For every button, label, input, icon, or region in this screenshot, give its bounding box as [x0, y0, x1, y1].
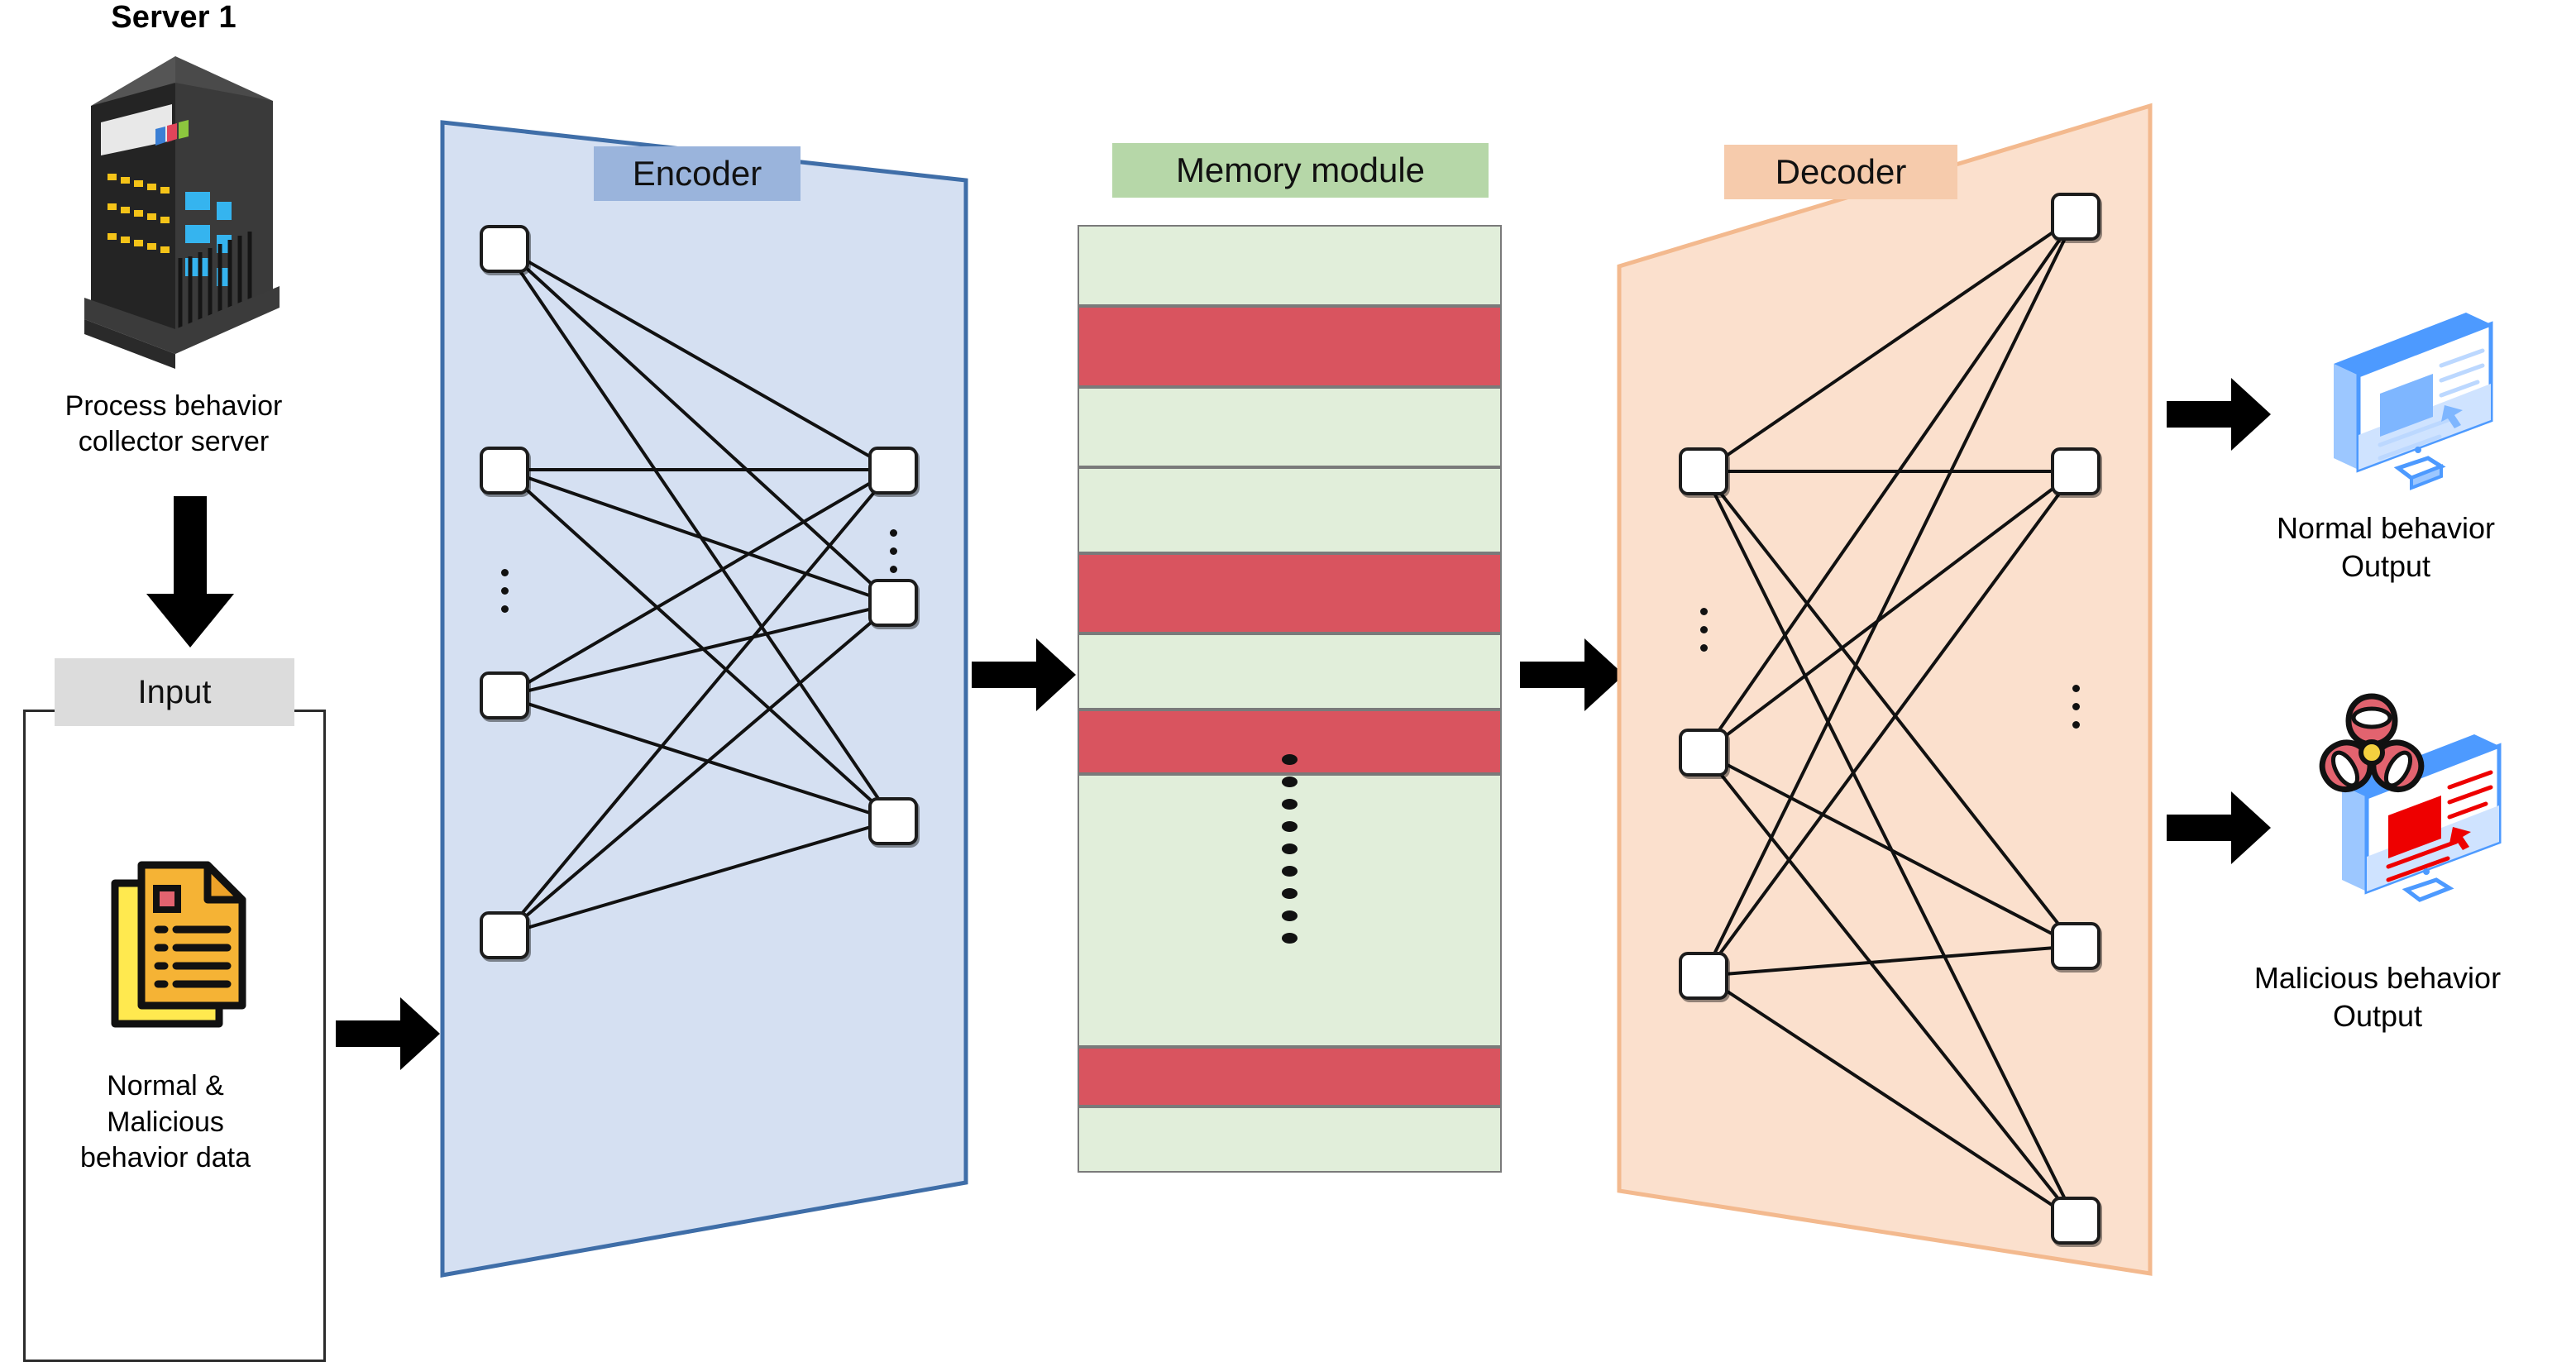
arrow-server-to-input: [146, 496, 234, 648]
arrow-decoder-to-normal-output: [2167, 378, 2271, 451]
arrow-decoder-to-malicious-output: [2167, 791, 2271, 864]
memory-row-normal[interactable]: [1078, 467, 1502, 553]
arrow-encoder-to-memory: [972, 638, 1076, 711]
encoder-left-ellipsis-icon: [501, 569, 509, 613]
encoder-left-node-2[interactable]: [480, 447, 529, 495]
memory-row-normal[interactable]: [1078, 225, 1502, 306]
memory-continuation-dots-icon: [1282, 754, 1298, 944]
monitor-icon: [2334, 313, 2493, 490]
memory-row-anomaly[interactable]: [1078, 306, 1502, 387]
encoder-left-node-1[interactable]: [480, 225, 529, 273]
encoder-right-node-3[interactable]: [868, 797, 918, 845]
memory-row-anomaly[interactable]: [1078, 1047, 1502, 1106]
decoder-left-ellipsis-icon: [1700, 608, 1708, 652]
encoder-edges: [503, 246, 895, 936]
memory-module: [1078, 225, 1502, 1173]
input-caption: Normal & Malicious behavior data: [79, 1070, 251, 1174]
malicious-output-caption: Malicious behavior Output: [2253, 961, 2502, 1034]
decoder-tab: Decoder: [1724, 145, 1957, 199]
memory-module-tab: Memory module: [1112, 143, 1489, 198]
decoder-right-node-3[interactable]: [2051, 922, 2100, 970]
decoder-left-node-2[interactable]: [1679, 729, 1728, 777]
memory-row-anomaly[interactable]: [1078, 553, 1502, 633]
encoder-left-node-4[interactable]: [480, 911, 529, 959]
encoder-right-ellipsis-icon: [890, 529, 897, 573]
decoder-right-node-1[interactable]: [2051, 193, 2100, 241]
decoder-panel: [1617, 103, 2153, 1276]
input-container: [23, 711, 326, 1362]
decoder-right-ellipsis-icon: [2072, 685, 2080, 729]
server-title: Server 1: [111, 0, 237, 35]
normal-output-caption: Normal behavior Output: [2276, 511, 2496, 584]
encoder-right-node-1[interactable]: [868, 447, 918, 495]
decoder-right-node-2[interactable]: [2051, 447, 2100, 495]
arrow-input-to-encoder: [336, 997, 440, 1070]
decoder-right-node-4[interactable]: [2051, 1197, 2100, 1245]
encoder-left-node-3[interactable]: [480, 671, 529, 719]
input-legend: Input: [55, 658, 294, 726]
malicious-monitor-icon: [2319, 693, 2502, 902]
memory-row-normal[interactable]: [1078, 387, 1502, 467]
encoder-right-node-2[interactable]: [868, 579, 918, 627]
memory-row-normal[interactable]: [1078, 1106, 1502, 1173]
memory-row-normal[interactable]: [1078, 633, 1502, 710]
decoder-edges: [1702, 215, 2077, 1222]
decoder-left-node-1[interactable]: [1679, 447, 1728, 495]
server-rack-icon: [84, 56, 280, 369]
decoder-left-node-3[interactable]: [1679, 952, 1728, 1000]
server-caption: Process behavior collector server: [65, 390, 283, 457]
arrow-memory-to-decoder: [1520, 638, 1624, 711]
encoder-tab: Encoder: [594, 146, 801, 201]
document-stack-icon: [111, 861, 246, 1028]
